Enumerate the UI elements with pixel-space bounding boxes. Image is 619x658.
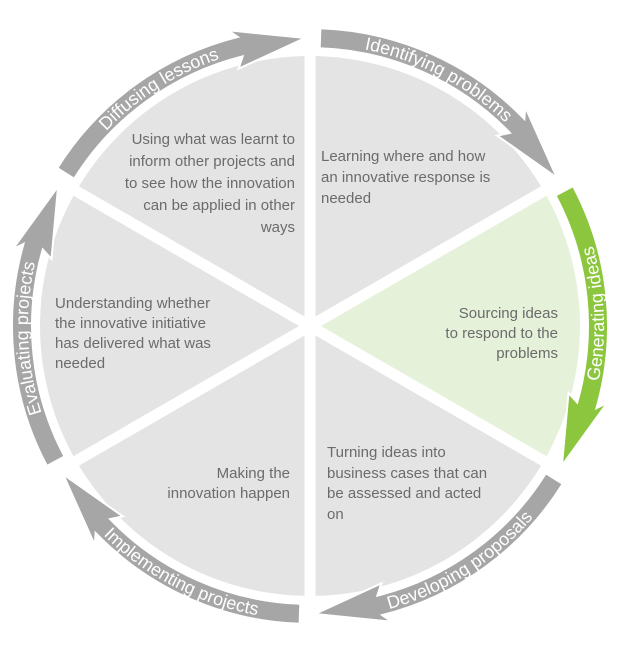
gap-line xyxy=(307,166,582,331)
description-line: Understanding whether xyxy=(55,295,210,312)
description-line: inform other projects and xyxy=(129,153,295,170)
description-line: innovation happen xyxy=(167,485,290,502)
description-developing-proposals: Turning ideas into business cases that c… xyxy=(327,444,487,523)
description-line: can be applied in other xyxy=(143,197,295,214)
description-line: an innovative response is xyxy=(321,169,490,186)
description-line: needed xyxy=(55,355,105,372)
gap-line xyxy=(38,166,313,331)
wedge-identifying-problems xyxy=(310,56,544,326)
description-generating-ideas: Sourcing ideas to respond to the problem… xyxy=(445,305,558,362)
wedge-generating-ideas xyxy=(310,191,580,461)
description-line: Using what was learnt to xyxy=(132,131,295,148)
arrow-evaluating-projects xyxy=(10,182,66,468)
description-line: to see how the innovation xyxy=(125,175,295,192)
description-implementing-projects: Making the innovation happen xyxy=(167,465,290,502)
description-line: ways xyxy=(260,219,295,236)
description-evaluating-projects: Understanding whether the innovative ini… xyxy=(55,295,211,372)
description-line: needed xyxy=(321,190,371,207)
description-line: Learning where and how xyxy=(321,148,485,165)
arrow-implementing-projects xyxy=(60,471,302,625)
arrow-generating-ideas xyxy=(554,184,610,470)
wedge-evaluating-projects xyxy=(40,191,310,461)
description-diffusing-lessons: Using what was learnt to inform other pr… xyxy=(125,131,295,236)
stage-label-generating-ideas: Generating ideas xyxy=(577,245,608,383)
wedge-implementing-projects xyxy=(76,326,310,596)
description-identifying-problems: Learning where and how an innovative res… xyxy=(321,148,490,207)
description-line: has delivered what was xyxy=(55,335,211,352)
description-line: business cases that can xyxy=(327,465,487,482)
description-line: problems xyxy=(496,345,558,362)
arrow-developing-proposals xyxy=(311,471,565,623)
description-line: be assessed and acted xyxy=(327,485,481,502)
arrow-identifying-problems xyxy=(318,27,560,181)
description-line: the innovative initiative xyxy=(55,315,206,332)
description-line: Making the xyxy=(217,465,290,482)
description-line: on xyxy=(327,506,344,523)
arrows xyxy=(10,27,610,625)
wedge-gaps xyxy=(38,16,582,636)
arrow-diffusing-lessons xyxy=(55,29,309,181)
gap-line xyxy=(307,321,582,486)
description-line: Turning ideas into xyxy=(327,444,446,461)
gap-line xyxy=(38,321,313,486)
wedge-diffusing-lessons xyxy=(76,56,310,326)
description-line: to respond to the xyxy=(445,325,558,342)
wedge-developing-proposals xyxy=(310,326,544,596)
wedges xyxy=(40,56,580,596)
description-line: Sourcing ideas xyxy=(459,305,558,322)
